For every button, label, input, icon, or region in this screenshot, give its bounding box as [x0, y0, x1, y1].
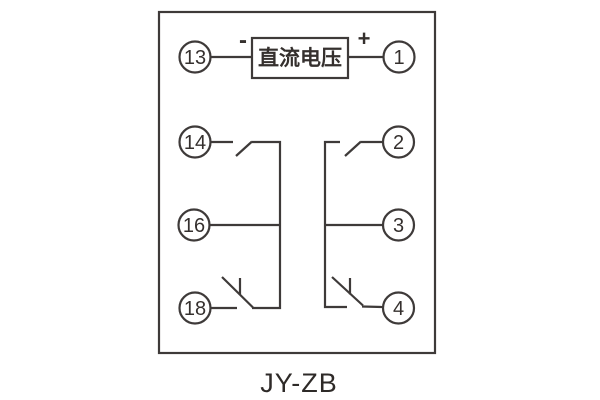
- terminal-16-circle: [177, 208, 211, 242]
- terminal-14-circle: [178, 125, 212, 159]
- terminal-4-label: 4: [393, 298, 404, 320]
- terminal-4-circle: [381, 291, 416, 325]
- terminal-3-label: 3: [393, 215, 404, 237]
- polarity-negative-label: -: [239, 27, 247, 54]
- terminal-1-label: 1: [393, 47, 404, 69]
- wire-4: [361, 305, 384, 309]
- polarity-positive-label: +: [358, 26, 371, 51]
- terminal-14-label: 14: [184, 132, 206, 154]
- nc-contact-18-blade: [221, 276, 254, 309]
- terminal-18-circle: [178, 291, 212, 325]
- terminal-2-circle: [381, 125, 416, 159]
- terminal-2-label: 2: [393, 132, 404, 154]
- dc-voltage-box-label: 直流电压: [258, 46, 342, 70]
- no-contact-14-blade: [235, 140, 253, 157]
- terminal-13-label: 13: [184, 47, 206, 69]
- no-contact-2-blade: [344, 140, 362, 157]
- nc-contact-4-blade: [331, 276, 364, 307]
- terminal-16-label: 16: [183, 215, 205, 237]
- terminal-13-circle: [178, 40, 212, 74]
- terminal-3-circle: [381, 208, 416, 242]
- terminal-1-circle: [382, 40, 416, 74]
- terminal-18-label: 18: [184, 298, 206, 320]
- model-label: JY-ZB: [260, 368, 338, 398]
- relay-case-outline: [157, 10, 437, 355]
